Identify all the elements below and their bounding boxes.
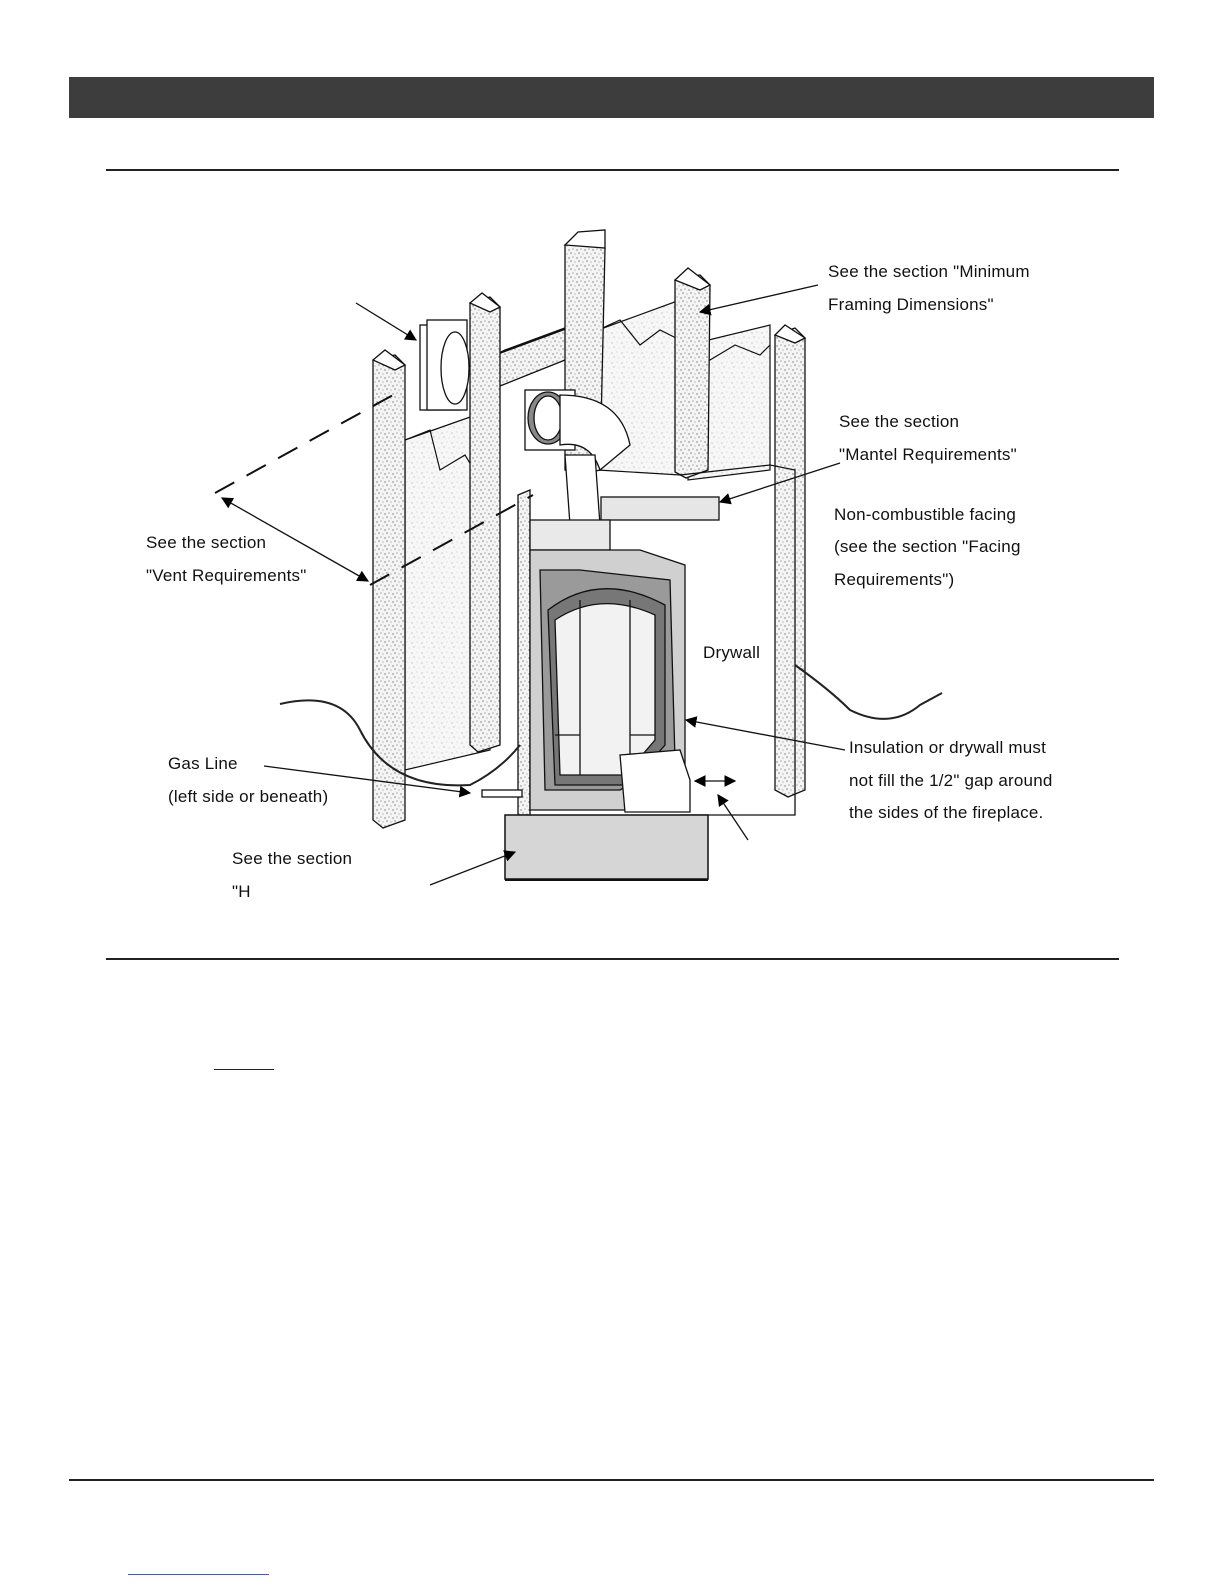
label-facing-line1: Non-combustible facing xyxy=(834,505,1017,524)
label-facing-line2: (see the section "Facing xyxy=(834,537,1021,556)
label-gap-line1: Insulation or drywall must xyxy=(849,738,1046,757)
label-drywall: Drywall xyxy=(703,643,761,662)
footer-link-underline[interactable] xyxy=(128,1574,269,1575)
label-gap-line2: not fill the 1/2" gap around xyxy=(849,771,1053,790)
hearth-base xyxy=(504,814,709,881)
label-gas-line2: (left side or beneath) xyxy=(168,787,329,806)
label-vent-line2: "Vent Requirements" xyxy=(146,566,307,585)
label-facing-line3: Requirements") xyxy=(834,570,955,589)
leader-lines xyxy=(220,284,846,886)
bottom-rule xyxy=(106,958,1119,960)
facing-wall xyxy=(679,464,796,816)
label-framing-line2: Framing Dimensions" xyxy=(828,295,994,314)
label-mantel-line2: "Mantel Requirements" xyxy=(839,445,1017,464)
label-vent-line1: See the section xyxy=(146,533,267,552)
label-hearth-line2: "H xyxy=(232,882,251,901)
fireplace-unit xyxy=(529,519,691,813)
label-hearth-line1: See the section xyxy=(232,849,353,868)
top-rule xyxy=(106,169,1119,171)
underline-fragment xyxy=(214,1069,274,1070)
vent-pipe xyxy=(419,319,631,526)
footer-rule xyxy=(69,1479,1154,1481)
header-bar xyxy=(69,77,1154,118)
label-mantel-line1: See the section xyxy=(839,412,960,431)
gas-pipe xyxy=(481,789,523,798)
label-gap-line3: the sides of the fireplace. xyxy=(849,803,1044,822)
label-gas-line1: Gas Line xyxy=(168,754,238,773)
wall-break-lines xyxy=(279,664,943,787)
label-framing-line1: See the section "Minimum xyxy=(828,262,1030,281)
framing-studs xyxy=(371,229,807,829)
mantel-board xyxy=(600,496,720,521)
vent-clearance-lines xyxy=(214,394,534,586)
